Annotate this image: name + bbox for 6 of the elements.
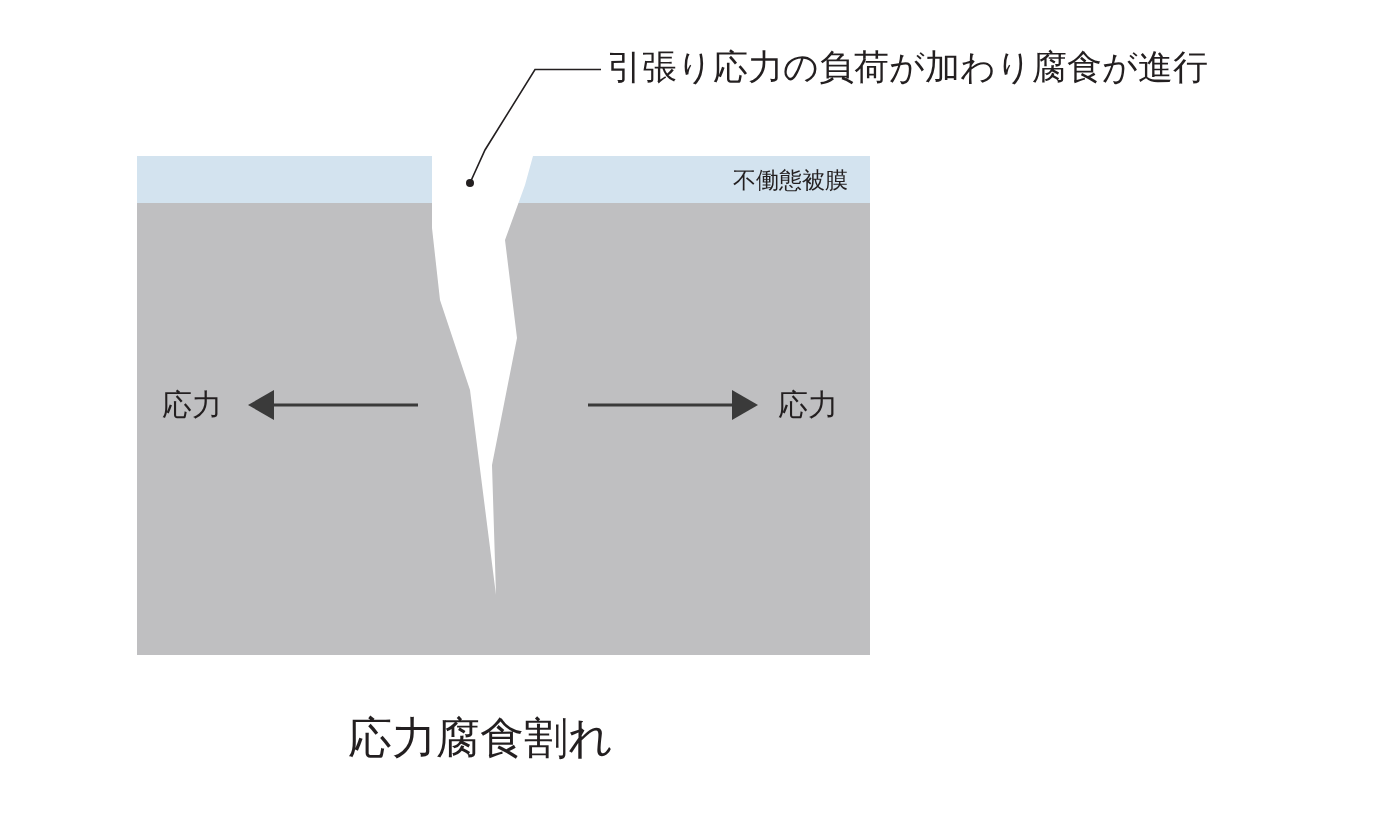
stress-label: 応力 xyxy=(778,390,838,420)
stress-label: 応力 xyxy=(162,390,222,420)
callout-text: 引張り応力の負荷が加わり腐食が進行 xyxy=(607,50,1208,85)
leader-line xyxy=(466,68,602,187)
band-label: 不働態被膜 xyxy=(733,169,848,192)
caption: 応力腐食割れ xyxy=(348,716,613,760)
